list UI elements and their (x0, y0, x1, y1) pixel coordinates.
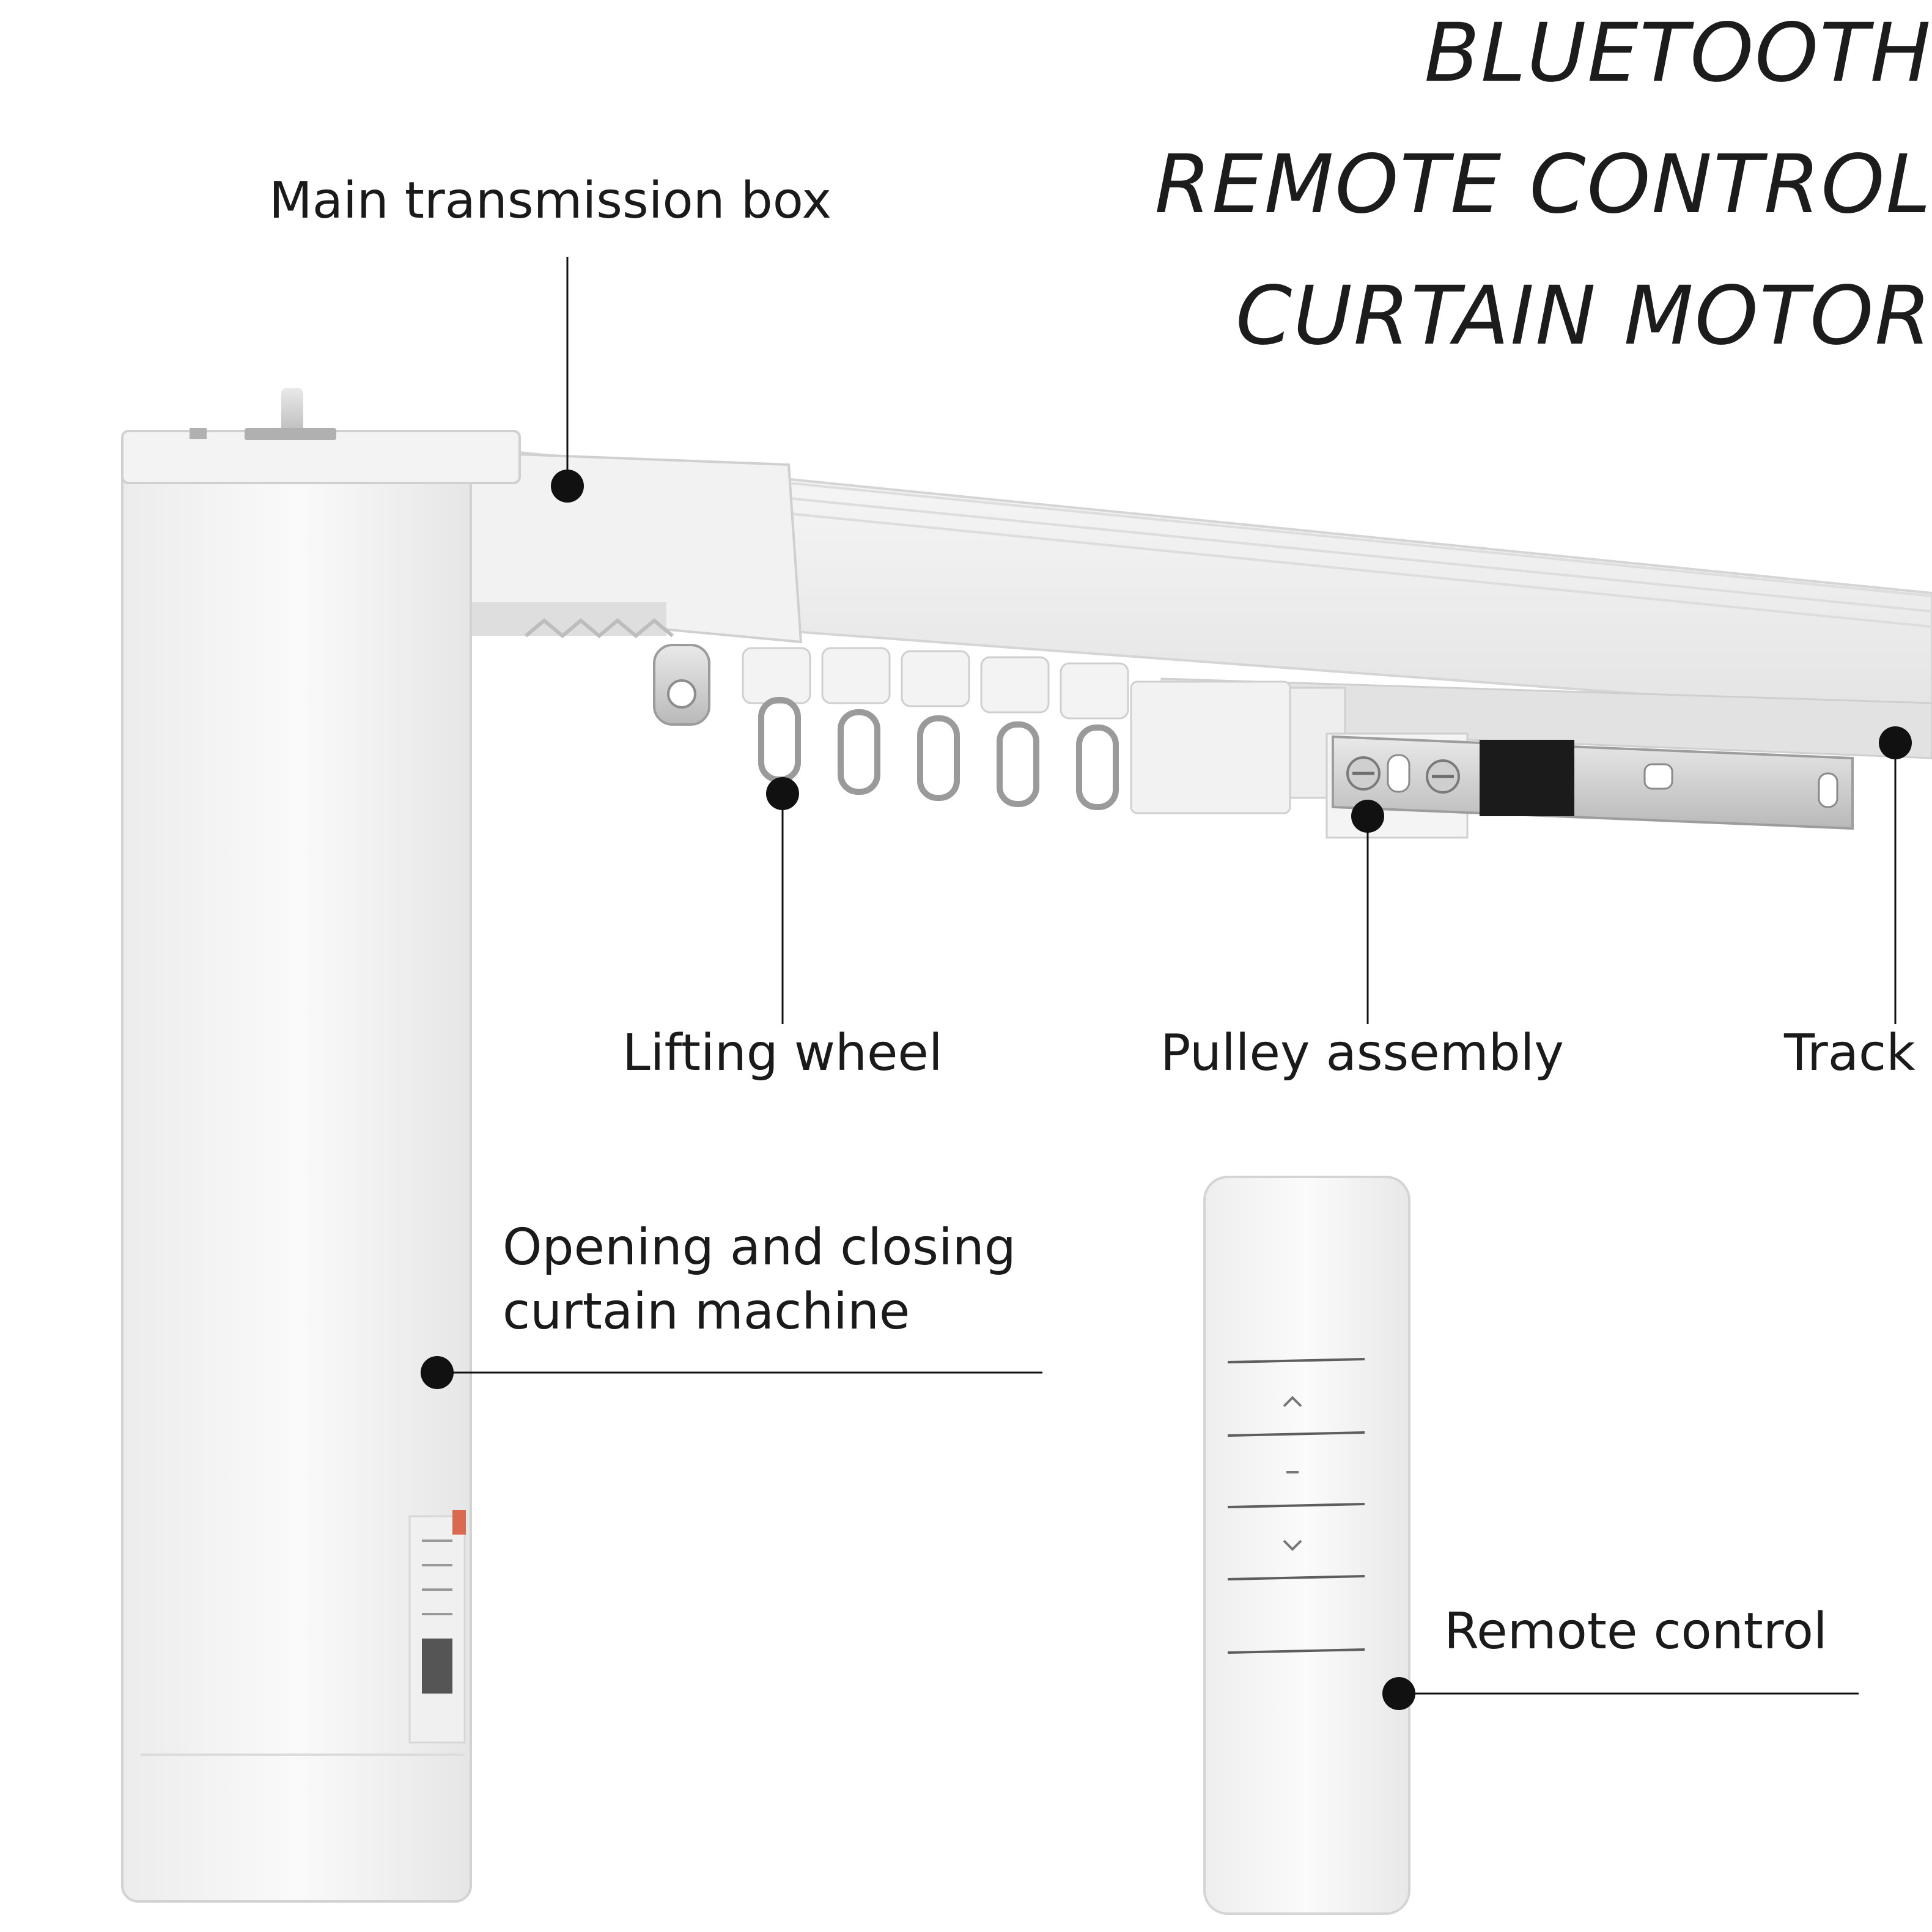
title-line-3: CURTAIN MOTOR (1236, 269, 1932, 363)
callout-dot-pulley (1351, 800, 1384, 833)
label-remote-control: Remote control (1444, 1602, 1827, 1661)
track-rail (518, 451, 1932, 759)
title-line-2: REMOTE CONTROL (1154, 138, 1932, 232)
motor-body (121, 388, 521, 1903)
curtain-hooks (742, 647, 1129, 810)
remote-body (1203, 1176, 1410, 1915)
label-lifting-wheel: Lifting wheel (622, 1024, 943, 1082)
remote-up-chevron-icon (1283, 1396, 1302, 1407)
title-line-1: BLUETOOTH (1424, 6, 1932, 100)
label-machine-line-2: curtain machine (503, 1283, 910, 1341)
callout-dot-remote (1382, 1677, 1415, 1710)
callouts (421, 257, 1912, 1710)
callout-dot-lifting (766, 777, 799, 810)
callout-dot-machine (421, 1356, 454, 1389)
label-pulley-assembly: Pulley assembly (1160, 1024, 1564, 1082)
label-track: Track (1784, 1024, 1915, 1082)
carriage-eye (653, 644, 710, 726)
remote-down-chevron-icon (1283, 1539, 1302, 1551)
callout-dot-transmission (551, 470, 584, 503)
callout-dot-track (1879, 726, 1912, 759)
mounting-bracket (1332, 735, 1854, 830)
label-machine-line-1: Opening and closing (503, 1219, 1016, 1277)
label-main-transmission-box: Main transmission box (269, 172, 831, 230)
transmission-box (470, 451, 803, 644)
